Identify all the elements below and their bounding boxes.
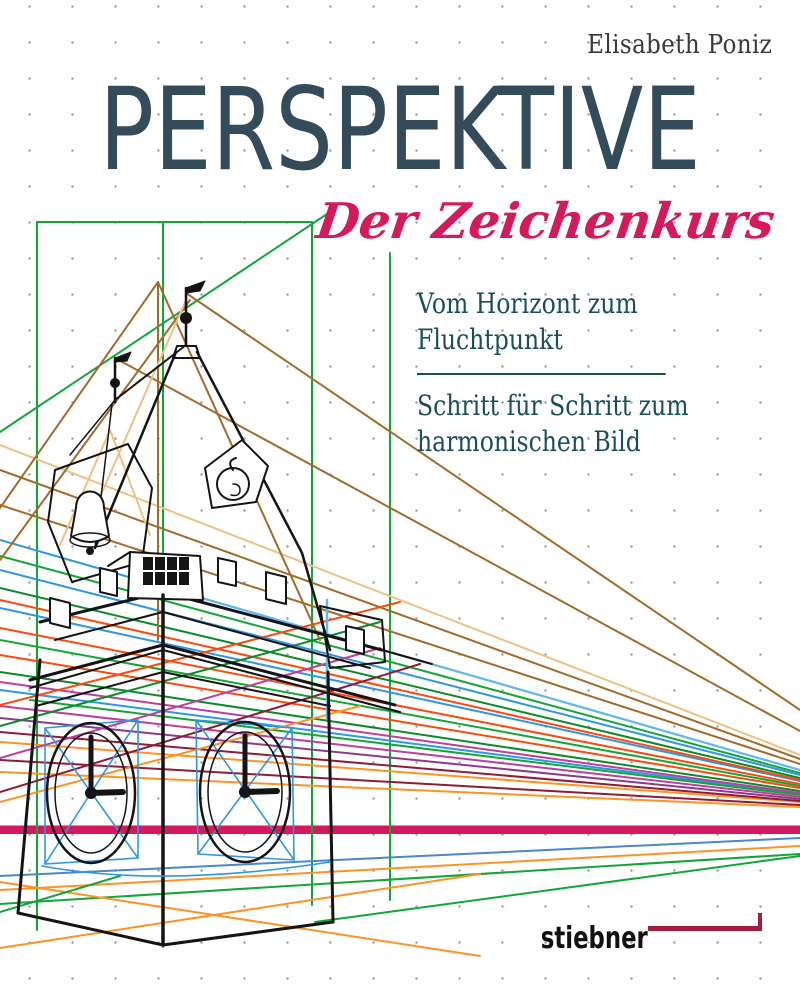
clock-construction	[41, 719, 331, 877]
publisher-logo: stiebner	[507, 914, 762, 956]
publisher-name: stiebner	[540, 921, 648, 956]
author-name: Elisabeth Poniz	[586, 30, 772, 60]
clock-tower-outline	[16, 280, 433, 947]
book-title: PERSPEKTIVE	[99, 63, 701, 196]
subtitle-script: Der Zeichenkurs	[312, 192, 779, 250]
louver-window	[143, 557, 189, 585]
tagline-bottom-line2: harmonischen Bild	[417, 425, 641, 458]
publisher-underline-mark	[648, 914, 762, 931]
clock-face-right	[198, 720, 292, 864]
tagline-top-line1: Vom Horizont zum	[417, 287, 638, 320]
tagline-bottom-line1: Schritt für Schritt zum	[417, 389, 689, 422]
horizon-band	[0, 825, 800, 834]
clock-face-left	[45, 721, 137, 865]
tagline-top-line2: Fluchtpunkt	[417, 323, 563, 356]
tagline-divider	[417, 373, 666, 375]
tagline-block: Vom Horizont zum Fluchtpunkt Schritt für…	[417, 286, 689, 460]
vanishing-lines-lower	[0, 837, 800, 957]
